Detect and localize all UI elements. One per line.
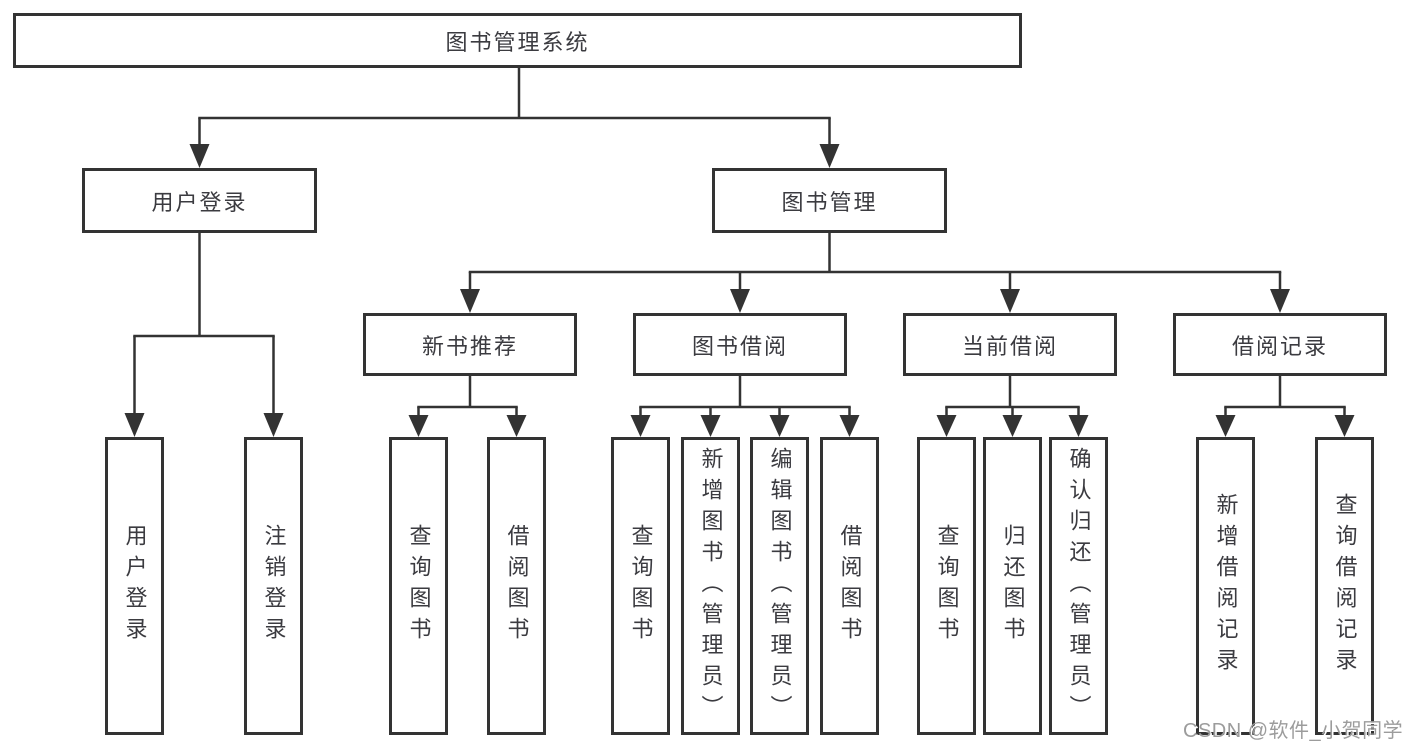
node-book-management-label: 图书管理 [781,189,878,215]
csdn-watermark: CSDN @软件_小贺同学 [1183,720,1404,742]
leaf-logout: 注销登录 [244,437,303,735]
leaf-add-borrow-record: 新增借阅记录 [1196,437,1255,735]
leaf-borrow-books-recommend-label: 借阅图书 [504,524,530,648]
leaf-return-books: 归还图书 [983,437,1042,735]
connector-user-login-to-leaves [124,233,284,437]
leaf-query-books-recommend: 查询图书 [389,437,448,735]
node-book-management: 图书管理 [712,168,947,233]
leaf-add-borrow-record-label: 新增借阅记录 [1213,493,1239,679]
leaf-user-login: 用户登录 [105,437,164,735]
leaf-edit-books-admin-label: 编辑图书（管理员） [767,446,793,726]
connector-root-to-level2 [189,68,840,168]
connector-new-book-recommend-to-leaves [408,376,527,437]
leaf-confirm-return-admin: 确认归还（管理员） [1049,437,1108,735]
node-user-login-label: 用户登录 [151,189,248,215]
leaf-query-books-borrow: 查询图书 [611,437,670,735]
connector-book-borrow-to-leaves [630,376,860,437]
node-borrow-records-label: 借阅记录 [1231,333,1328,359]
node-current-borrow: 当前借阅 [903,313,1117,376]
node-root-library-system: 图书管理系统 [13,13,1022,68]
leaf-query-books-current-label: 查询图书 [934,524,960,648]
node-root-label: 图书管理系统 [445,29,590,55]
node-book-borrow: 图书借阅 [633,313,847,376]
leaf-logout-label: 注销登录 [261,524,287,648]
leaf-query-borrow-record: 查询借阅记录 [1315,437,1374,735]
leaf-borrow-books-borrow-label: 借阅图书 [837,524,863,648]
leaf-borrow-books-recommend: 借阅图书 [487,437,546,735]
connector-book-management-to-level3 [460,233,1290,313]
connector-borrow-records-to-leaves [1215,376,1355,437]
leaf-borrow-books-borrow: 借阅图书 [820,437,879,735]
node-borrow-records: 借阅记录 [1173,313,1387,376]
node-book-borrow-label: 图书借阅 [691,333,788,359]
leaf-add-books-admin-label: 新增图书（管理员） [698,446,724,726]
node-new-book-recommend-label: 新书推荐 [421,333,518,359]
connector-current-borrow-to-leaves [936,376,1089,437]
node-new-book-recommend: 新书推荐 [363,313,577,376]
node-user-login: 用户登录 [82,168,317,233]
node-current-borrow-label: 当前借阅 [961,333,1058,359]
leaf-add-books-admin: 新增图书（管理员） [681,437,740,735]
leaf-user-login-label: 用户登录 [122,524,148,648]
leaf-query-books-current: 查询图书 [917,437,976,735]
leaf-query-books-borrow-label: 查询图书 [628,524,654,648]
leaf-confirm-return-admin-label: 确认归还（管理员） [1066,446,1092,726]
leaf-edit-books-admin: 编辑图书（管理员） [750,437,809,735]
leaf-return-books-label: 归还图书 [1000,524,1026,648]
leaf-query-books-recommend-label: 查询图书 [406,524,432,648]
leaf-query-borrow-record-label: 查询借阅记录 [1332,493,1358,679]
